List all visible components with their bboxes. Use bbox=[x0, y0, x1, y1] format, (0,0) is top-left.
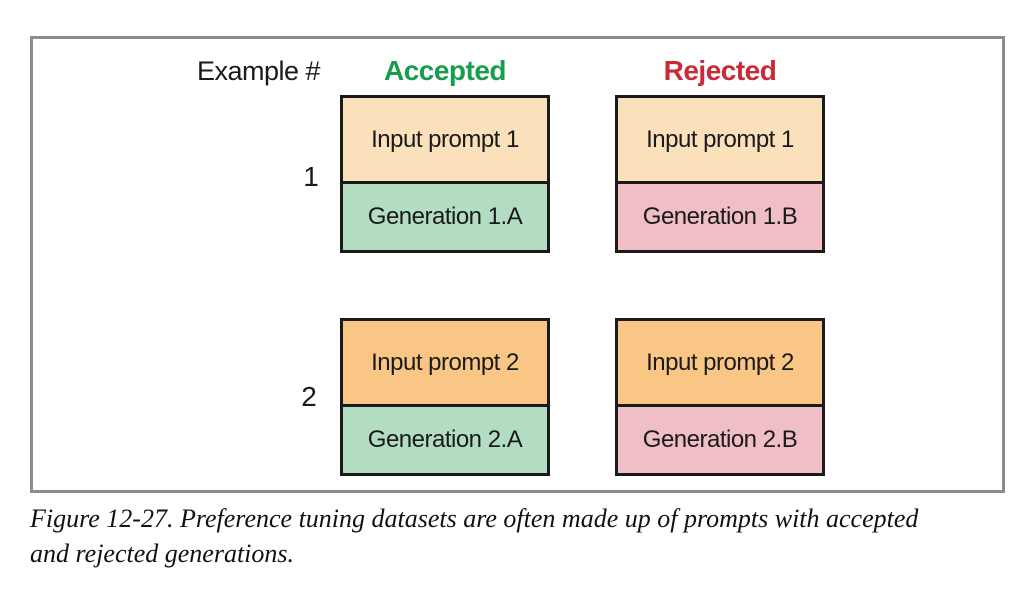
example-2-accepted-pair: Input prompt 2 Generation 2.A bbox=[340, 318, 550, 476]
example-1-accepted-generation: Generation 1.A bbox=[343, 184, 547, 250]
example-2-accepted-generation: Generation 2.A bbox=[343, 407, 547, 473]
example-2-rejected-pair: Input prompt 2 Generation 2.B bbox=[615, 318, 825, 476]
example-2-number: 2 bbox=[301, 381, 317, 412]
column-header-rejected: Rejected bbox=[663, 55, 777, 86]
example-1-number: 1 bbox=[303, 161, 319, 192]
example-1-rejected-input-prompt: Input prompt 1 bbox=[618, 98, 822, 184]
example-2-accepted-input-prompt: Input prompt 2 bbox=[343, 321, 547, 407]
example-2-rejected-input-prompt: Input prompt 2 bbox=[618, 321, 822, 407]
example-1-accepted-input-prompt: Input prompt 1 bbox=[343, 98, 547, 184]
example-1-rejected-pair: Input prompt 1 Generation 1.B bbox=[615, 95, 825, 253]
column-header-accepted: Accepted bbox=[383, 55, 507, 86]
figure-caption: Figure 12-27. Preference tuning datasets… bbox=[30, 504, 919, 568]
column-header-example-number: Example # bbox=[197, 56, 321, 86]
example-2-rejected-generation: Generation 2.B bbox=[618, 407, 822, 473]
example-1-accepted-pair: Input prompt 1 Generation 1.A bbox=[340, 95, 550, 253]
example-1-rejected-generation: Generation 1.B bbox=[618, 184, 822, 250]
